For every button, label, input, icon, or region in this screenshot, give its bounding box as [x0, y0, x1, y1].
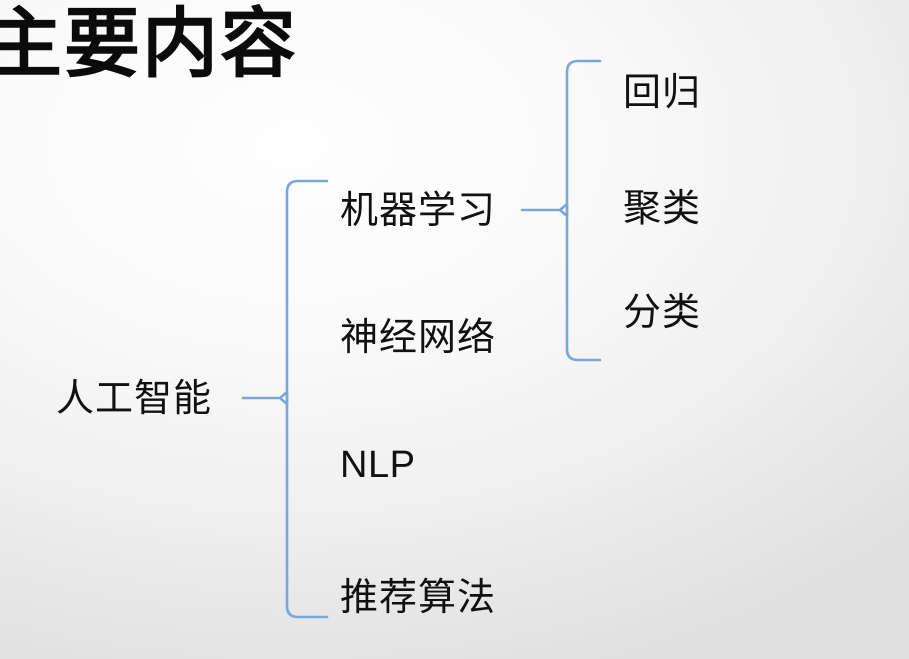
mindmap-node-machine-learning[interactable]: 机器学习 [340, 188, 497, 232]
mindmap-node-root[interactable]: 人工智能 [56, 376, 213, 420]
mindmap-node-recommendation-algorithm[interactable]: 推荐算法 [340, 575, 497, 619]
connector-bracket-level3 [565, 59, 602, 362]
mindmap-node-neural-network[interactable]: 神经网络 [340, 315, 497, 359]
connector-ml-stub [520, 202, 569, 218]
connector-root-stub [241, 390, 289, 406]
mindmap-node-classification[interactable]: 分类 [623, 290, 702, 334]
mindmap-node-regression[interactable]: 回归 [623, 70, 702, 114]
mindmap-node-nlp[interactable]: NLP [340, 444, 416, 486]
page-title: 主要内容 [0, 0, 298, 88]
mindmap-node-clustering[interactable]: 聚类 [623, 186, 702, 230]
connector-bracket-level2 [285, 179, 329, 619]
